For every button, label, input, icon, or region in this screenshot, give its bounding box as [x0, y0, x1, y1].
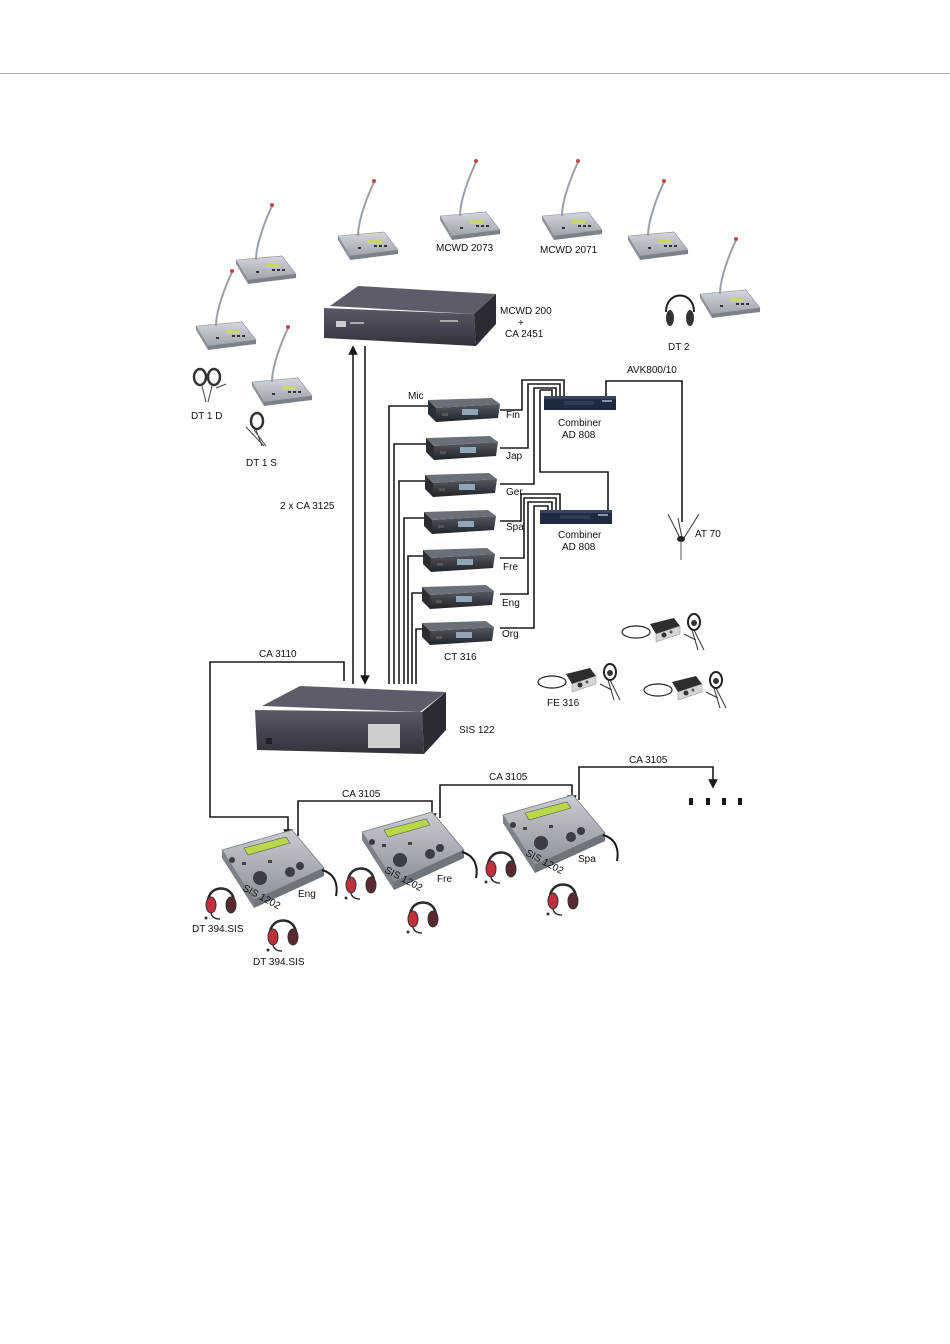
label-dt394-1: DT 394.SIS: [192, 924, 244, 935]
sis122-interpretation-unit: [255, 686, 446, 754]
audio-feed-cables: [389, 406, 428, 684]
dt2-headphones-icon: [666, 296, 694, 327]
delegate-unit: [338, 179, 398, 260]
dt394-headset-icon: [205, 889, 237, 920]
ct316-unit: [422, 621, 494, 645]
sis1202-desk-spa: [503, 795, 618, 873]
label-combiner1-line1: Combiner: [558, 418, 602, 429]
continuation-dots-icon: [689, 798, 742, 805]
label-central-unit-1: MCWD 200: [500, 306, 552, 317]
label-central-unit-3: CA 2451: [505, 329, 544, 340]
ct316-unit: [425, 473, 497, 497]
delegate-unit-mcwd2073: [440, 159, 500, 240]
dt1s-earphone-icon: [246, 413, 266, 446]
combiner-ad808-1: [544, 396, 616, 410]
label-fe316: FE 316: [547, 698, 580, 709]
channel-label-org: Org: [502, 629, 519, 640]
label-ct316: CT 316: [444, 652, 477, 663]
dt394-headset-icon: [345, 869, 377, 900]
label-spa-output: Spa: [578, 854, 596, 865]
central-unit-mcwd200: [324, 286, 496, 346]
combiner-ad808-2: [540, 510, 612, 524]
delegate-unit: [236, 203, 296, 284]
label-mic: Mic: [408, 391, 424, 402]
avk-antenna-cable: [606, 381, 682, 522]
label-ca3105-3: CA 3105: [629, 755, 668, 766]
channel-label-eng: Eng: [502, 598, 520, 609]
label-sis122: SIS 122: [459, 725, 495, 736]
ca3105-cable-3: [579, 767, 713, 800]
sis1202-desk-eng: [222, 830, 337, 908]
fe316-receiver: [644, 672, 726, 708]
label-at70: AT 70: [695, 529, 721, 540]
dt1d-earphones-icon: [194, 369, 226, 402]
label-dt2: DT 2: [668, 342, 690, 353]
fe316-receiver: [622, 614, 704, 650]
dt394-headset-icon: [547, 885, 579, 916]
label-central-unit-2: +: [518, 318, 524, 329]
channel-label-fre: Fre: [503, 562, 518, 573]
label-ca3105-2: CA 3105: [489, 772, 528, 783]
ct316-unit: [423, 548, 495, 572]
channel-label-fin: Fin: [506, 410, 520, 421]
label-ca3110: CA 3110: [259, 649, 297, 660]
delegate-unit: [700, 237, 760, 318]
delegate-unit-mcwd2071: [542, 159, 602, 240]
label-avk: AVK800/10: [627, 365, 677, 376]
ct316-unit: [424, 510, 496, 534]
label-ca3125: 2 x CA 3125: [280, 501, 335, 512]
label-dt394-2: DT 394.SIS: [253, 957, 305, 968]
label-fre-output: Fre: [437, 874, 452, 885]
ct316-transmitter-stack: [422, 398, 500, 645]
label-mcwd2073: MCWD 2073: [436, 243, 494, 254]
fe316-receiver: [538, 664, 620, 700]
sis1202-desk-fre: [362, 812, 477, 890]
label-dt1d: DT 1 D: [191, 411, 223, 422]
dt394-headset-icon: [267, 921, 299, 952]
ct316-unit: [426, 436, 498, 460]
delegate-unit: [252, 325, 312, 406]
label-combiner2-line1: Combiner: [558, 530, 602, 541]
channel-label-spa: Spa: [506, 522, 524, 533]
dt394-headset-icon: [485, 853, 517, 884]
ct316-unit: [422, 585, 494, 609]
channel-label-jap: Jap: [506, 451, 523, 462]
ct316-unit: [428, 398, 500, 422]
label-mcwd2071: MCWD 2071: [540, 245, 598, 256]
dt394-headset-icon: [407, 903, 439, 934]
label-ca3105-1: CA 3105: [342, 789, 381, 800]
delegate-unit: [628, 179, 688, 260]
label-dt1s: DT 1 S: [246, 458, 277, 469]
label-eng-output: Eng: [298, 889, 316, 900]
label-combiner1-line2: AD 808: [562, 430, 596, 441]
label-combiner2-line2: AD 808: [562, 542, 596, 553]
